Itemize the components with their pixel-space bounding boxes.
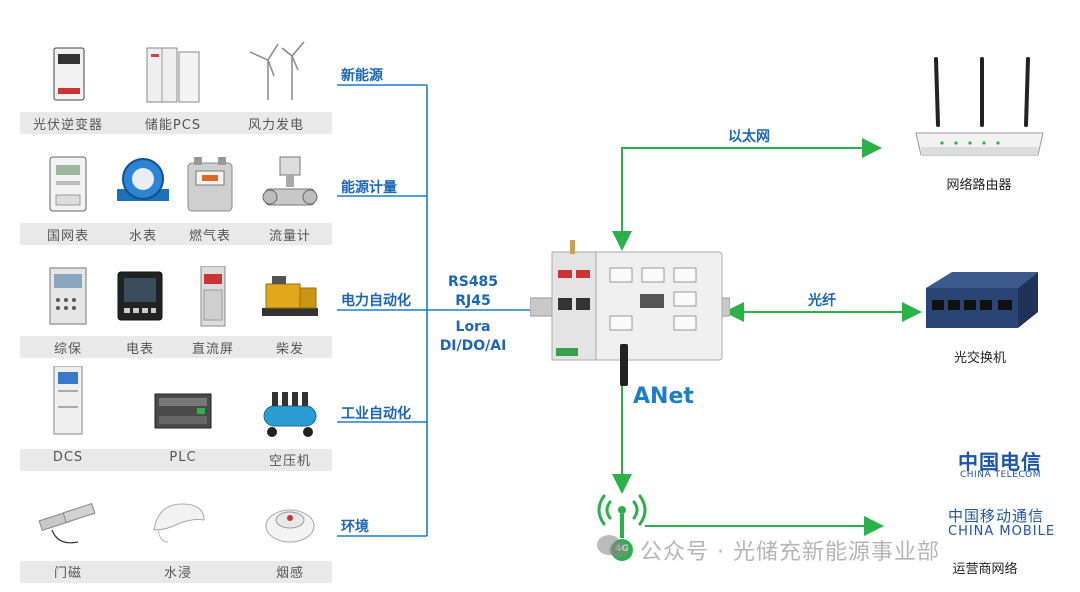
device-label: 水表 [128,229,157,244]
pv-inverter-icon [53,47,85,101]
meter-icon [49,156,87,212]
device-label: 水浸 [163,566,192,581]
gas-meter-icon [187,157,233,212]
water-leak-sensor-icon [153,503,205,543]
smoke-detector-icon [265,509,315,543]
protocol-lora: Lora [455,319,491,335]
wechat-icon [597,535,629,558]
china-telecom-logo: 中国电信 [958,450,1042,474]
dc-cabinet-icon [200,266,226,327]
device-power-meter: 电表 [92,258,188,368]
device-door-sensor: 门磁 [20,482,116,592]
fiber-label: 光纤 [808,293,836,309]
gateway-name: ANet [633,384,694,409]
category-new-energy: 新能源 [341,68,383,84]
device-label: PLC [169,450,197,465]
protocol-rj45: RJ45 [455,293,491,309]
protocol-dio: DI/DO/AI [439,338,507,354]
device-label: DCS [52,450,84,465]
device-storage-pcs: 储能PCS [125,34,221,144]
row-band [20,336,332,358]
device-relay-protection: 综保 [20,258,116,368]
row-band [20,223,332,245]
device-label: 流量计 [268,229,311,244]
flow-meter-icon [262,156,318,206]
device-dc-panel: 直流屏 [165,258,261,368]
category-environment: 环境 [341,519,369,535]
router-icon [915,57,1044,156]
switch-label: 光交换机 [953,351,1006,366]
device-gas-meter: 燃气表 [162,145,258,255]
device-label: 风力发电 [247,118,304,133]
air-compressor-icon [263,392,317,437]
ethernet-label: 以太网 [728,129,770,145]
category-power-automation: 电力自动化 [341,293,411,309]
protection-relay-icon [49,267,87,325]
protocol-rs485: RS485 [447,274,499,290]
china-mobile-en: CHINA MOBILE [948,524,1056,539]
device-air-compressor: 空压机 [242,370,338,480]
device-bus [337,84,535,537]
device-label: 烟感 [275,566,304,581]
category-energy-metering: 能源计量 [341,180,397,196]
row-band [20,112,332,134]
device-label: 直流屏 [191,342,234,357]
device-label: 空压机 [268,454,311,469]
row-band [20,449,332,471]
optical-switch-icon [926,272,1038,328]
storage-cabinet-icon [146,47,200,103]
door-sensor-icon [38,502,96,544]
device-label: 柴发 [275,342,304,357]
device-pv-inverter: 光伏逆变器 [20,34,116,144]
china-mobile-logo: 中国移动通信 [948,507,1045,525]
row-band [20,561,332,583]
router-label: 网络路由器 [946,178,1012,193]
device-flow-meter: 流量计 [242,145,338,255]
category-industrial-automation: 工业自动化 [341,406,411,422]
dcs-cabinet-icon [53,366,83,435]
device-label: 国网表 [46,229,89,244]
watermark-text: 公众号 · 光储充新能源事业部 [640,540,940,565]
device-label: 电表 [125,342,154,357]
protocol-list: RS485 RJ45 Lora DI/DO/AI [418,273,528,356]
wind-turbine-icon [249,41,305,100]
device-label: 储能PCS [144,118,202,133]
diesel-generator-icon [262,276,318,316]
device-label: 综保 [53,342,82,357]
device-grid-meter: 国网表 [20,145,116,255]
device-label: 光伏逆变器 [32,118,103,133]
device-label: 燃气表 [188,229,231,244]
device-plc: PLC [135,370,231,480]
device-diesel-generator: 柴发 [242,258,338,368]
device-wind-turbine: 风力发电 [228,30,324,140]
ethernet-link [612,138,882,251]
operator-network-label: 运营商网络 [952,562,1018,577]
device-label: 门磁 [53,566,82,581]
plc-icon [154,393,212,429]
water-meter-icon [117,158,169,201]
china-telecom-en: CHINA TELECOM [960,470,1041,480]
power-meter-icon [117,271,163,321]
device-water-meter: 水表 [95,145,191,255]
device-dcs: DCS [20,366,116,480]
device-smoke-detector: 烟感 [242,482,338,592]
device-water-leak-sensor: 水浸 [130,482,226,592]
anet-gateway-image [530,240,730,386]
